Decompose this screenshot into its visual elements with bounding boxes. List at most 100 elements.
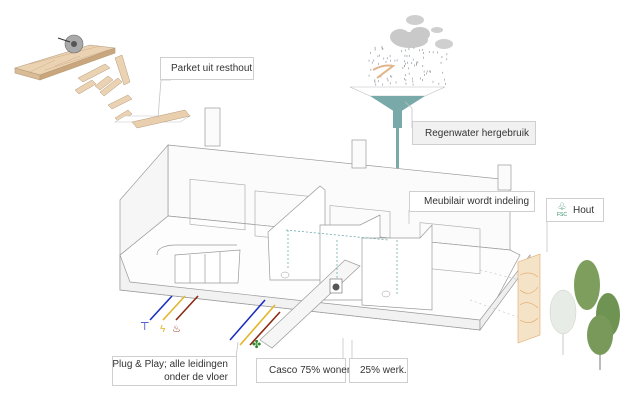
raindrop (368, 59, 370, 62)
raindrop (442, 71, 444, 74)
raindrop (374, 46, 376, 49)
raindrop (381, 46, 383, 48)
callout-werk: 25% werk. (349, 358, 408, 383)
raindrop (405, 62, 406, 65)
raindrop (375, 83, 377, 86)
callout-plug-line1: Plug & Play; alle leidingen (112, 359, 228, 370)
raindrop (404, 77, 405, 80)
raindrop (424, 74, 425, 76)
callout-hout-text: Hout (573, 204, 595, 216)
raindrop (419, 49, 420, 52)
raindrop (373, 59, 375, 62)
washing-machine-icon (329, 278, 343, 294)
raindrop (383, 57, 385, 60)
raindrop (387, 79, 389, 82)
raindrop (408, 48, 410, 50)
raindrop (405, 74, 406, 77)
raindrop (368, 74, 370, 77)
raindrop (380, 75, 382, 78)
callout-parket: Parket uit resthout (160, 57, 254, 80)
heating-icon: ♨ (172, 324, 181, 335)
raindrop (405, 79, 407, 82)
raindrop (381, 47, 383, 50)
raindrop (402, 66, 404, 69)
raindrop (426, 72, 427, 75)
rain-cloud-illustration (368, 15, 453, 86)
callout-werk-text: 25% werk. (360, 365, 407, 376)
raindrop (426, 70, 428, 73)
raindrop (389, 82, 391, 85)
raindrop (432, 80, 434, 83)
electricity-icon: ϟ (160, 324, 166, 335)
raindrop (390, 59, 391, 62)
raindrop (386, 57, 388, 60)
callout-plug-and-play: Plug & Play; alle leidingen onder de vlo… (112, 356, 237, 386)
raindrop (437, 51, 438, 54)
callout-casco-text: Casco 75% wonen, (269, 365, 356, 376)
raindrop (379, 54, 380, 57)
raindrop (374, 81, 376, 84)
fsc-tree-icon: ♧FSC (557, 201, 567, 218)
raindrop (413, 46, 415, 49)
raindrop (438, 82, 440, 85)
raindrop (430, 70, 431, 73)
raindrop (377, 55, 379, 58)
raindrop (445, 82, 446, 85)
raindrop (429, 70, 431, 73)
raindrop (386, 77, 388, 80)
wood-plank-pile (13, 34, 192, 129)
raindrop (404, 49, 406, 52)
raindrop (407, 61, 408, 64)
raindrop (405, 82, 407, 85)
raindrop (432, 51, 434, 54)
raindrop (420, 77, 421, 80)
raindrop (401, 50, 402, 53)
raindrop (404, 54, 406, 57)
raindrop (428, 51, 430, 53)
raindrop (385, 61, 387, 63)
callout-plug-line2: onder de vloer (164, 372, 228, 383)
ventilation-fan-icon: ✤ (252, 339, 261, 351)
raindrop (423, 70, 425, 73)
raindrop (403, 64, 405, 67)
callout-parket-text: Parket uit resthout (171, 63, 253, 74)
raindrop (412, 80, 414, 83)
raindrop (408, 67, 409, 70)
raindrop (422, 79, 423, 81)
callout-casco: Casco 75% wonen, (256, 358, 355, 383)
raindrop (423, 52, 424, 54)
raindrop (422, 65, 424, 67)
toilet-icon (280, 271, 391, 298)
raindrop (414, 64, 415, 67)
callout-hout: ♧FSC Hout (546, 198, 604, 222)
raindrop (374, 48, 376, 51)
raindrop (412, 77, 413, 80)
raindrop (396, 59, 398, 62)
callout-regenwater-text: Regenwater hergebruik (425, 127, 529, 139)
callout-meubilair: Meubilair wordt indeling (409, 191, 535, 212)
raindrop (412, 83, 414, 86)
raindrop (382, 47, 384, 50)
raindrop (371, 61, 373, 64)
raindrop (440, 61, 442, 64)
raindrop (411, 62, 413, 64)
callout-meubilair-text: Meubilair wordt indeling (424, 196, 530, 207)
raindrop (416, 61, 418, 64)
saw-blade-icon (57, 34, 84, 54)
raindrop (404, 60, 405, 63)
water-tap-icon: ⊤ (140, 321, 150, 333)
raindrop (390, 75, 391, 78)
raindrop (406, 55, 408, 57)
raindrop (377, 62, 379, 65)
raindrop (370, 68, 372, 71)
raindrop (444, 78, 445, 81)
raindrop (374, 79, 376, 82)
raindrop (394, 59, 396, 62)
raindrop (382, 83, 383, 86)
raindrop (370, 51, 371, 54)
raindrop (412, 58, 414, 61)
raindrop (423, 56, 424, 59)
raindrop (377, 80, 379, 83)
raindrop (441, 56, 443, 58)
